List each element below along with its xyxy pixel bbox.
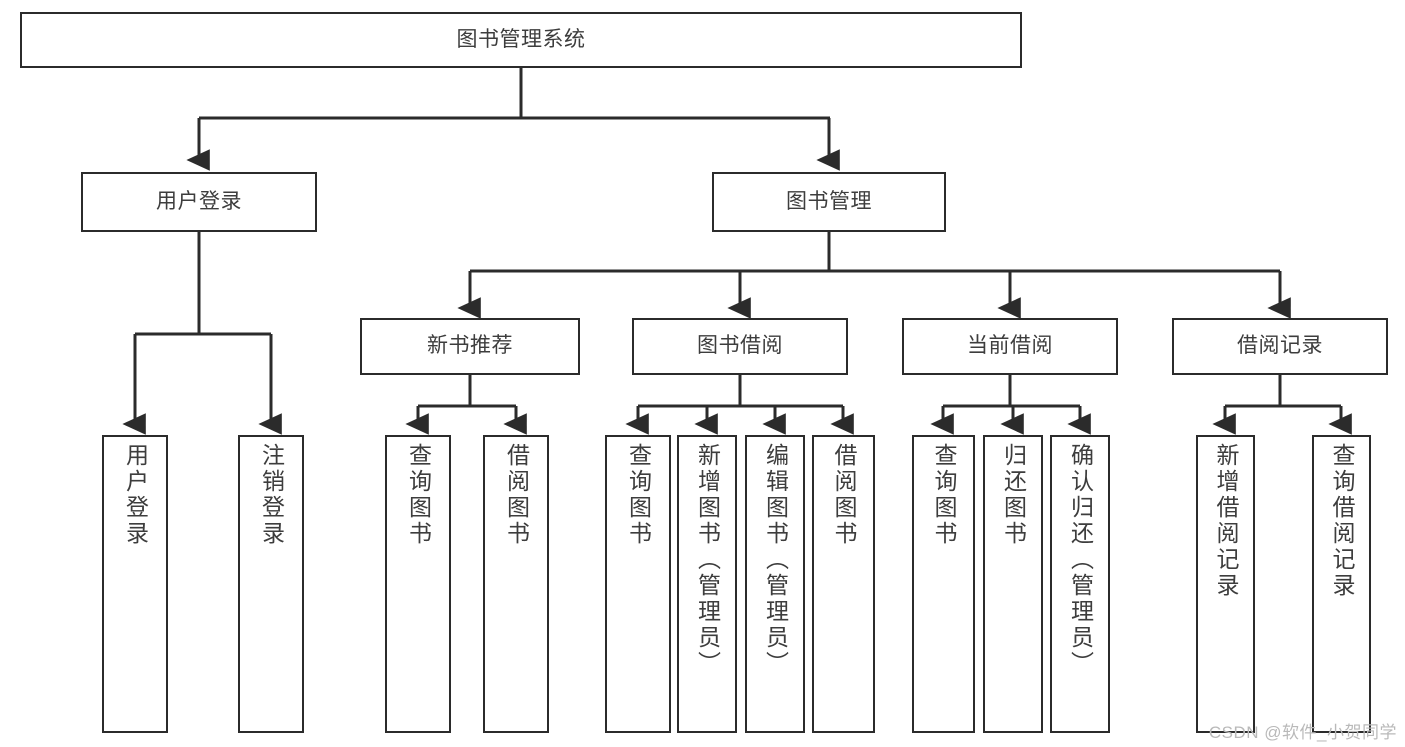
watermark: CSDN @软件_小贺同学 xyxy=(1208,723,1397,742)
node-leaf-borrow-book-2-label: 借阅图书 xyxy=(831,443,857,547)
node-leaf-add-record[interactable]: 新增借阅记录 xyxy=(1196,435,1255,733)
node-leaf-confirm-return[interactable]: 确认归还（管理员） xyxy=(1050,435,1110,733)
node-current-borrow-label: 当前借阅 xyxy=(967,334,1053,358)
node-user-login[interactable]: 用户登录 xyxy=(81,172,317,232)
node-current-borrow[interactable]: 当前借阅 xyxy=(902,318,1118,375)
node-leaf-return-book-label: 归还图书 xyxy=(1000,443,1027,547)
node-borrow-record-label: 借阅记录 xyxy=(1237,334,1323,358)
node-leaf-query-book-2[interactable]: 查询图书 xyxy=(605,435,671,733)
node-leaf-borrow-book-1-label: 借阅图书 xyxy=(503,443,530,547)
node-new-book-rec-label: 新书推荐 xyxy=(427,334,513,358)
node-leaf-query-record-label: 查询借阅记录 xyxy=(1329,443,1355,599)
node-leaf-add-book[interactable]: 新增图书（管理员） xyxy=(677,435,737,733)
node-leaf-confirm-return-label: 确认归还（管理员） xyxy=(1067,443,1094,677)
node-leaf-borrow-book-2[interactable]: 借阅图书 xyxy=(812,435,875,733)
node-leaf-user-login-label: 用户登录 xyxy=(122,443,149,547)
node-leaf-user-login[interactable]: 用户登录 xyxy=(102,435,168,733)
node-leaf-query-book-1[interactable]: 查询图书 xyxy=(385,435,451,733)
node-leaf-borrow-book-1[interactable]: 借阅图书 xyxy=(483,435,549,733)
node-leaf-query-book-2-label: 查询图书 xyxy=(625,443,652,547)
node-root[interactable]: 图书管理系统 xyxy=(20,12,1022,68)
node-book-manage-label: 图书管理 xyxy=(786,189,872,213)
node-leaf-edit-book[interactable]: 编辑图书（管理员） xyxy=(745,435,805,733)
node-leaf-return-book[interactable]: 归还图书 xyxy=(983,435,1043,733)
node-leaf-query-book-3[interactable]: 查询图书 xyxy=(912,435,975,733)
node-leaf-edit-book-label: 编辑图书（管理员） xyxy=(762,443,789,677)
node-leaf-query-book-3-label: 查询图书 xyxy=(931,443,957,547)
node-user-login-label: 用户登录 xyxy=(156,189,242,213)
node-borrow-record[interactable]: 借阅记录 xyxy=(1172,318,1388,375)
node-leaf-logout-label: 注销登录 xyxy=(258,443,285,547)
node-leaf-query-book-1-label: 查询图书 xyxy=(405,443,432,547)
node-leaf-add-book-label: 新增图书（管理员） xyxy=(694,443,721,677)
node-leaf-query-record[interactable]: 查询借阅记录 xyxy=(1312,435,1371,733)
node-leaf-add-record-label: 新增借阅记录 xyxy=(1213,443,1239,599)
node-root-label: 图书管理系统 xyxy=(456,27,586,51)
node-book-borrow[interactable]: 图书借阅 xyxy=(632,318,848,375)
node-book-manage[interactable]: 图书管理 xyxy=(712,172,946,232)
node-book-borrow-label: 图书借阅 xyxy=(697,334,783,358)
node-new-book-rec[interactable]: 新书推荐 xyxy=(360,318,580,375)
node-leaf-logout[interactable]: 注销登录 xyxy=(238,435,304,733)
